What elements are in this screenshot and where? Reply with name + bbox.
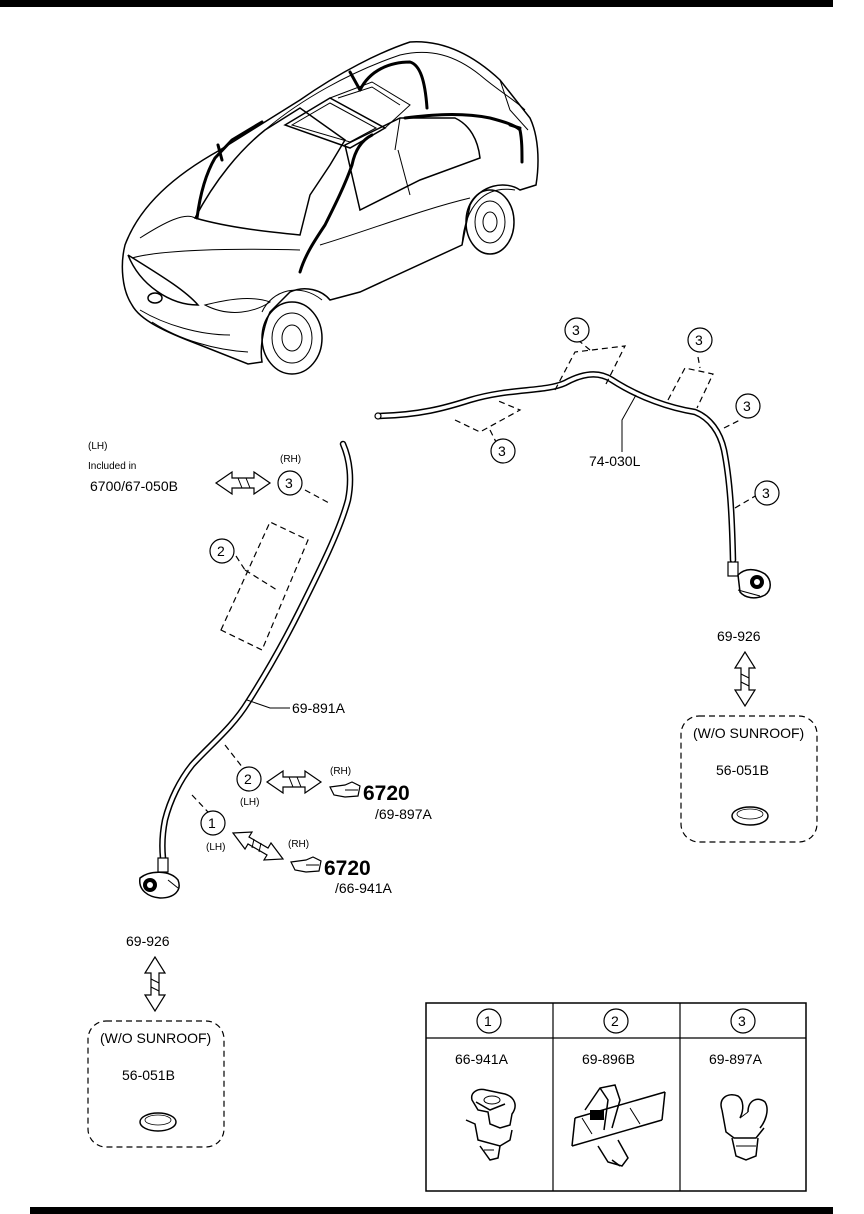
part-label-cap-lh: 56-051B (122, 1067, 175, 1083)
legend-part-1: 66-941A (455, 1051, 509, 1067)
connection-arrow-rh (733, 650, 757, 708)
rh-small-label: (RH) (330, 766, 351, 777)
clip-callout-2: 2 (209, 538, 235, 564)
ref-group-2[interactable]: 6720 (324, 857, 371, 880)
part-label-hose-rh: 74-030L (589, 453, 641, 469)
bottom-border (30, 1207, 833, 1214)
rh-small-label: (RH) (288, 839, 309, 850)
pointing-hand-icon (329, 781, 361, 798)
legend-part-3: 69-897A (709, 1051, 763, 1067)
ref-part-2[interactable]: /66-941A (335, 880, 392, 896)
connection-arrow-lh-top (214, 470, 272, 496)
legend-header-1: 1 (484, 1013, 492, 1029)
clip-callout-3: 3 (735, 393, 761, 419)
lh-note-line1: (LH) (88, 441, 107, 452)
top-border (0, 0, 833, 7)
connection-arrow-ref-1 (265, 769, 323, 795)
part-label-hose-lh: 69-891A (292, 700, 346, 716)
legend-header-2: 2 (611, 1013, 619, 1029)
pointing-hand-icon (290, 856, 322, 873)
svg-text:3: 3 (285, 475, 293, 491)
drain-hose-lh (159, 440, 354, 862)
svg-text:3: 3 (743, 398, 751, 414)
clip-legend-table: 1 2 3 66-941A 69-896B 69-897A (425, 1002, 807, 1192)
clip-zones-lh (191, 489, 330, 813)
svg-text:3: 3 (498, 443, 506, 459)
leader-69-891a (246, 699, 290, 709)
clip-69-897a-drawing (720, 1094, 768, 1161)
drain-cap-lh (139, 1112, 177, 1132)
wo-sunroof-label-rh: (W/O SUNROOF) (693, 725, 804, 741)
ref-group-1[interactable]: 6720 (363, 782, 410, 805)
clip-callout-3: 3 (277, 470, 303, 496)
svg-text:1: 1 (208, 815, 216, 831)
drain-hose-rh (374, 371, 737, 564)
drain-valve-lh (139, 857, 180, 899)
svg-text:3: 3 (695, 332, 703, 348)
clip-callout-3: 3 (490, 438, 516, 464)
rh-small-label: (RH) (280, 454, 301, 465)
svg-text:2: 2 (244, 771, 252, 787)
wo-sunroof-box-rh (680, 715, 818, 843)
connection-arrow-lh (143, 955, 167, 1013)
clip-66-941a-drawing (465, 1088, 516, 1161)
part-label-drain-valve-rh: 69-926 (717, 628, 761, 644)
drain-cap-rh (731, 806, 769, 826)
legend-header-3: 3 (738, 1013, 746, 1029)
clip-callout-3: 3 (564, 317, 590, 343)
wo-sunroof-box-lh (87, 1020, 225, 1148)
clip-69-896b-drawing (571, 1084, 666, 1167)
connection-arrow-ref-2 (231, 831, 285, 861)
vehicle-illustration (121, 41, 539, 375)
lh-note-line2: Included in (88, 461, 136, 472)
clip-callout-1: 1 (200, 810, 226, 836)
drain-valve-rh (727, 561, 771, 599)
lh-small-label: (LH) (240, 797, 259, 808)
clip-callout-3: 3 (754, 480, 780, 506)
leader-74-030l (621, 394, 637, 452)
clip-zones-rh (454, 339, 758, 509)
lh-small-label: (LH) (206, 842, 225, 853)
lh-note-line3: 6700/67-050B (90, 478, 178, 494)
svg-text:2: 2 (217, 543, 225, 559)
part-label-drain-valve-lh: 69-926 (126, 933, 170, 949)
svg-text:3: 3 (572, 322, 580, 338)
ref-part-1[interactable]: /69-897A (375, 806, 432, 822)
clip-callout-3: 3 (687, 327, 713, 353)
clip-callout-2: 2 (236, 766, 262, 792)
legend-part-2: 69-896B (582, 1051, 635, 1067)
part-label-cap-rh: 56-051B (716, 762, 769, 778)
svg-text:3: 3 (762, 485, 770, 501)
wo-sunroof-label-lh: (W/O SUNROOF) (100, 1030, 211, 1046)
